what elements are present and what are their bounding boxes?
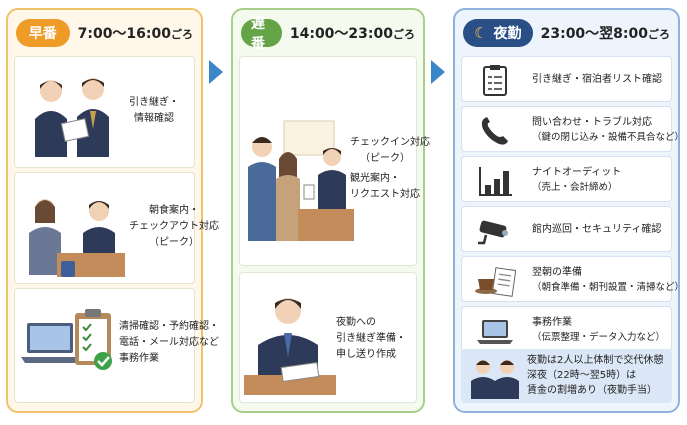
late-shift-column: 遅番 14:00〜23:00ごろ チェックイン対応（ピーク） 観光案内・リクエス… <box>231 8 430 413</box>
bar-chart-icon <box>479 167 512 196</box>
moon-icon: ☾ <box>474 24 488 42</box>
phone-icon <box>481 117 508 145</box>
early-task-checkout: 朝食案内・チェックアウト対応（ピーク） <box>14 172 219 284</box>
early-task-office: 清掃確認・予約確認・電話・メール対応など事務作業 <box>14 288 219 403</box>
night-task-4: 翌朝の準備（朝食準備・朝刊設置・清掃など） <box>461 256 684 302</box>
night-shift-badge: ☾夜勤 <box>463 19 533 47</box>
arrow-early-to-late <box>209 60 223 84</box>
late-task-night-prep-text: 夜勤への引き継ぎ準備・申し送り作成 <box>336 317 406 360</box>
arrow-late-to-night <box>431 60 445 84</box>
night-shift-column: ☾夜勤 23:00〜翌8:00ごろ 引き継ぎ・宿泊者リスト確認 問い合わせ・トラ… <box>453 8 684 413</box>
late-task-night-prep: 夜勤への引き継ぎ準備・申し送り作成 <box>239 272 417 403</box>
night-task-4-text: 翌朝の準備（朝食準備・朝刊設置・清掃など） <box>532 267 685 293</box>
early-task-handover-text: 引き継ぎ・情報確認 <box>129 97 179 124</box>
night-shift-notice: 夜勤は2人以上体制で交代休憩深夜（22時〜翌5時）は賃金の割増あり（夜勤手当） <box>461 349 672 403</box>
late-task-checkin: チェックイン対応（ピーク） 観光案内・リクエスト対応 <box>239 56 430 266</box>
staff-handover-illustration <box>35 78 109 157</box>
night-shift-time: 23:00〜翌8:00ごろ <box>540 26 670 42</box>
early-shift-header: 早番 7:00〜16:00ごろ <box>16 18 193 48</box>
checkout-counter-illustration <box>29 199 125 277</box>
night-task-0-text: 引き継ぎ・宿泊者リスト確認 <box>532 74 662 85</box>
early-task-checkout-text: 朝食案内・チェックアウト対応（ピーク） <box>129 205 219 248</box>
laptop-clipboard-illustration <box>21 309 112 370</box>
laptop-icon <box>477 320 513 344</box>
late-shift-time: 14:00〜23:00ごろ <box>289 26 415 42</box>
early-shift-time: 7:00〜16:00ごろ <box>77 26 193 42</box>
writing-staff-illustration <box>244 298 336 395</box>
clipboard-checklist-icon <box>483 65 507 96</box>
night-shift-notice-text: 夜勤は2人以上体制で交代休憩深夜（22時〜翌5時）は賃金の割増あり（夜勤手当） <box>527 355 664 396</box>
early-task-office-text: 清掃確認・予約確認・電話・メール対応など事務作業 <box>119 321 219 364</box>
security-camera-icon <box>478 220 508 245</box>
late-shift-header: 遅番 14:00〜23:00ごろ <box>241 16 415 52</box>
night-task-2-text: ナイトオーディット（売上・会計締め） <box>532 167 622 193</box>
night-task-2: ナイトオーディット（売上・会計締め） <box>461 156 672 202</box>
night-task-1: 問い合わせ・トラブル対応（鍵の閉じ込み・設備不具合など） <box>461 106 684 152</box>
coffee-newspaper-icon <box>475 267 516 297</box>
night-task-3-text: 館内巡回・セキュリティ確認 <box>532 224 662 235</box>
night-task-3: 館内巡回・セキュリティ確認 <box>461 206 672 252</box>
checkin-guests-illustration <box>248 120 354 241</box>
late-task-checkin-text: チェックイン対応（ピーク） 観光案内・リクエスト対応 <box>350 137 430 200</box>
night-task-1-text: 問い合わせ・トラブル対応（鍵の閉じ込み・設備不具合など） <box>532 117 685 143</box>
early-shift-column: 早番 7:00〜16:00ごろ 引き継ぎ・情報確認 朝食案内・チェックアウト対応… <box>6 8 219 413</box>
night-task-0: 引き継ぎ・宿泊者リスト確認 <box>461 56 672 102</box>
night-task-5: 事務作業（伝票整理・データ入力など） <box>461 306 672 352</box>
two-staff-icon <box>471 360 519 399</box>
early-task-handover: 引き継ぎ・情報確認 <box>14 56 195 168</box>
early-shift-badge: 早番 <box>16 19 70 47</box>
night-shift-header: ☾夜勤 23:00〜翌8:00ごろ <box>463 18 670 48</box>
late-shift-badge: 遅番 <box>241 16 282 52</box>
night-task-5-text: 事務作業（伝票整理・データ入力など） <box>532 317 666 343</box>
